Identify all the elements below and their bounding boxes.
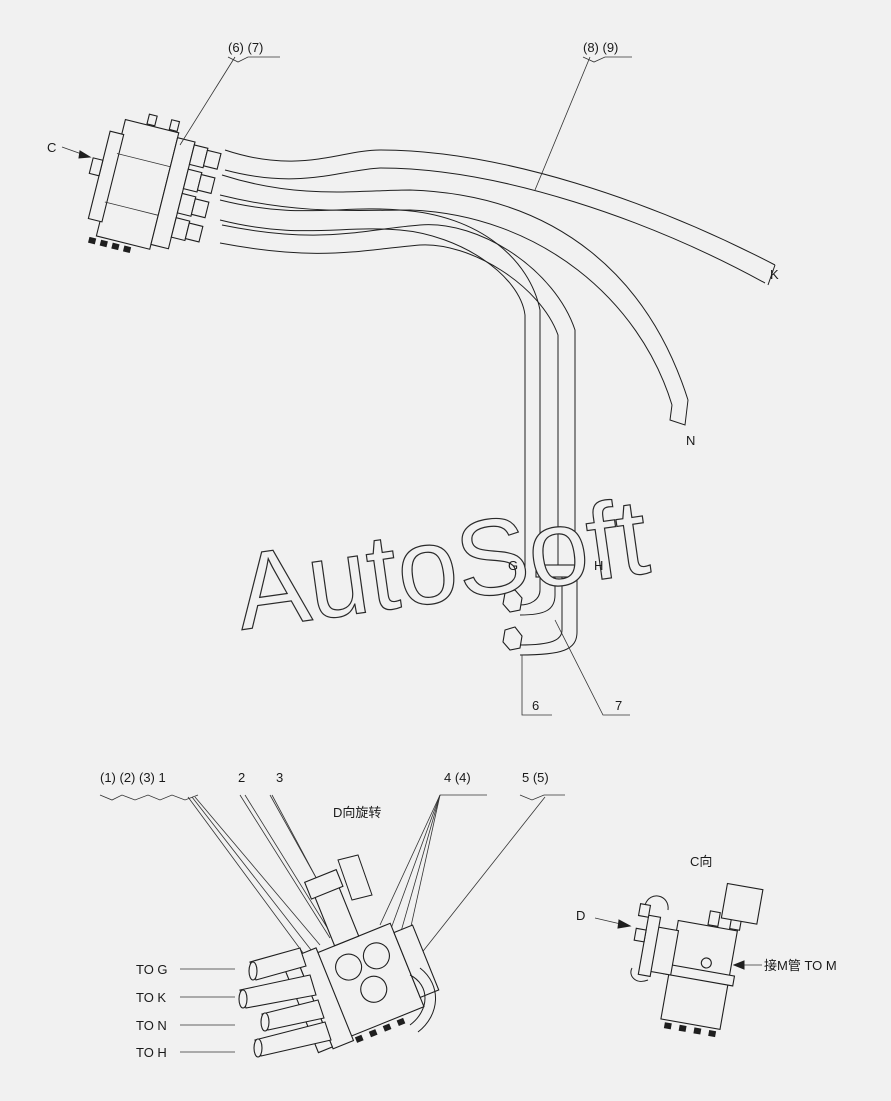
label-item-2: 2	[238, 770, 245, 785]
routing-label-h: TO H	[136, 1045, 167, 1060]
label-top-left-ref: (6) (7)	[228, 40, 263, 55]
view-d-assembly	[99, 794, 565, 1058]
label-view-d-note: D向旋转	[333, 805, 381, 820]
label-item-5: 5 (5)	[522, 770, 549, 785]
hose-k	[224, 149, 776, 284]
label-to-m: 接M管 TO M	[764, 958, 837, 973]
hose-g	[219, 199, 541, 575]
routing-label-g: TO G	[136, 962, 168, 977]
hose-h	[219, 224, 576, 575]
label-view-d-arrow: D	[576, 908, 585, 923]
label-view-c-arrow: C	[47, 140, 56, 155]
label-end-g: G	[508, 558, 518, 573]
watermark: AutoSoft	[228, 475, 655, 652]
label-view-c-title: C向	[690, 854, 712, 869]
top-manifold-assembly	[61, 56, 776, 716]
label-item-7: 7	[615, 698, 622, 713]
label-item-6: 6	[532, 698, 539, 713]
label-end-n: N	[686, 433, 695, 448]
label-item-3: 3	[276, 770, 283, 785]
label-item-1: (1) (2) (3) 1	[100, 770, 166, 785]
hose-k-end	[767, 264, 776, 286]
routing-label-n: TO N	[136, 1018, 167, 1033]
label-end-h: H	[594, 558, 603, 573]
routing-label-k: TO K	[136, 990, 166, 1005]
label-top-right-ref: (8) (9)	[583, 40, 618, 55]
label-end-k: K	[770, 267, 779, 282]
hose-n	[219, 174, 689, 426]
view-c-assembly	[594, 882, 764, 1038]
pipe-ends-gh	[502, 564, 579, 656]
label-item-4: 4 (4)	[444, 770, 471, 785]
